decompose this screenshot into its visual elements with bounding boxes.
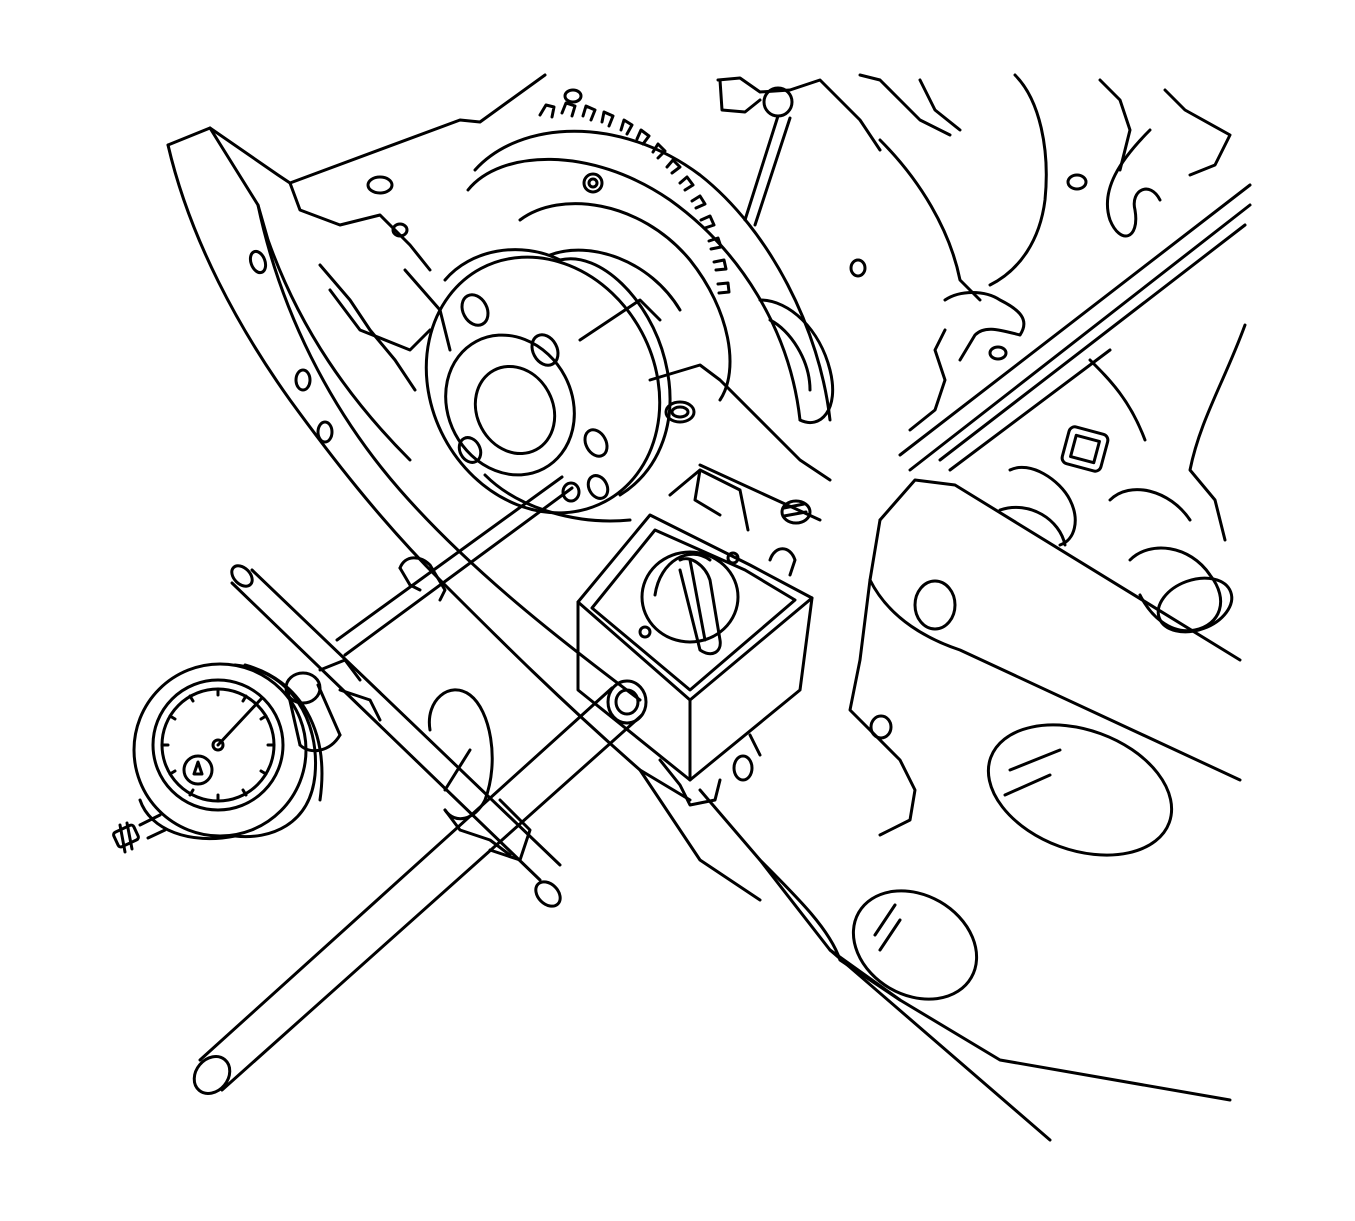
support-rod bbox=[192, 564, 648, 1095]
engine-block bbox=[166, 73, 1252, 1142]
dial-indicator bbox=[112, 475, 574, 854]
clamp bbox=[398, 556, 532, 862]
flywheel-ring-gear bbox=[466, 101, 867, 522]
magnetic-base bbox=[576, 468, 814, 807]
crankshaft-flange bbox=[424, 248, 672, 523]
